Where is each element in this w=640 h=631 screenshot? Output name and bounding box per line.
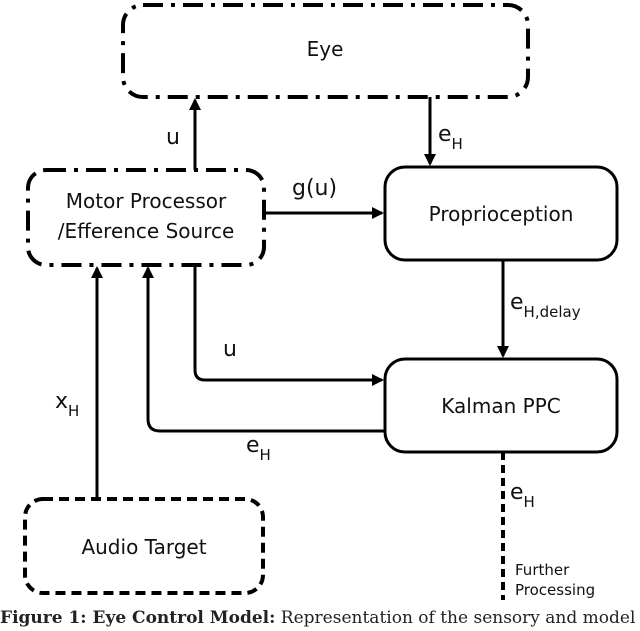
proprioception-label: Proprioception [429,202,574,226]
kalman-ppc-label: Kalman PPC [441,394,560,418]
motor-processor-node: Motor Processor /Efference Source [26,168,266,267]
label-xh: xH [55,389,79,420]
label-eh-back: eH [246,433,271,464]
motor-processor-label-line2: /Efference Source [58,219,235,243]
caption-text: Representation of the sensory and model [275,608,636,628]
kalman-ppc-node: Kalman PPC [383,357,619,454]
audio-target-label: Audio Target [81,535,206,559]
label-g-of-u: g(u) [292,176,337,201]
proprioception-node: Proprioception [383,165,619,262]
label-eh-out: eH [510,480,535,511]
eye-node: Eye [121,3,530,99]
label-u-kalman: u [223,337,237,362]
motor-processor-box [26,168,266,267]
further-processing-label-line2: Processing [515,581,595,599]
eye-label: Eye [307,37,344,61]
motor-processor-label-line1: Motor Processor [66,189,227,213]
further-processing-label-line1: Further [515,561,570,579]
audio-target-node: Audio Target [23,497,265,595]
figure-caption: Figure 1: Eye Control Model: Representat… [0,608,640,628]
arrow-motor-to-kalman [193,265,384,386]
label-eh-down: eH [438,122,463,153]
audio-target-box [23,497,265,595]
label-u-up: u [166,125,180,150]
arrow-kalman-to-motor [142,266,385,433]
caption-bold: Figure 1: Eye Control Model: [0,608,276,628]
proprioception-box [383,165,619,262]
label-eh-delay: eH,delay [510,290,581,321]
